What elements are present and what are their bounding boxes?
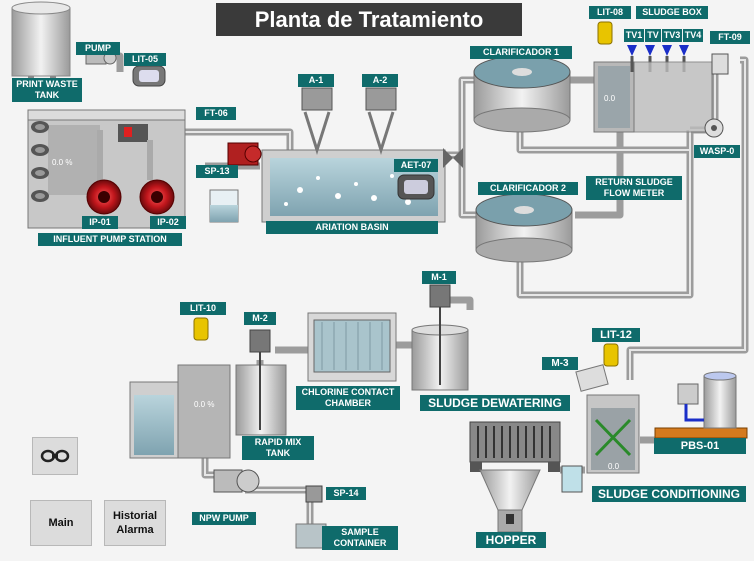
- print-waste-tank-label: PRINT WASTE TANK: [12, 78, 82, 102]
- wasp0-label: WASP-0: [694, 145, 740, 158]
- pbs01-skid[interactable]: [654, 371, 748, 439]
- ft06-label: FT-06: [196, 107, 236, 120]
- return-sludge-meter-box: [633, 61, 713, 133]
- hopper[interactable]: [479, 469, 541, 533]
- aet07-label: AET-07: [394, 159, 438, 172]
- aerator-a2-icon[interactable]: [365, 87, 397, 155]
- ip02-label: IP-02: [150, 216, 186, 229]
- sp14-valve-icon[interactable]: [305, 485, 323, 503]
- npw-pump-label: NPW PUMP: [192, 512, 256, 525]
- conditioning-level-readout: 0.0: [608, 462, 620, 471]
- m1-mixer-tank[interactable]: [411, 284, 469, 391]
- chlorine-contact-chamber-label: CHLORINE CONTACT CHAMBER: [296, 386, 400, 410]
- rapid-mix-tank[interactable]: [235, 329, 287, 436]
- page-title: Planta de Tratamiento: [216, 3, 522, 36]
- sludge-conditioning-label: SLUDGE CONDITIONING: [592, 486, 746, 502]
- lit12-label: LIT-12: [592, 328, 640, 342]
- a1-label: A-1: [298, 74, 334, 87]
- lit08-label: LIT-08: [589, 6, 631, 19]
- pump-label: PUMP: [76, 42, 120, 55]
- ip02-pump-icon[interactable]: [139, 179, 175, 215]
- m3-conditioning-tank[interactable]: [575, 364, 640, 474]
- lit08-indicator-icon[interactable]: [597, 21, 613, 45]
- small-sample-tank[interactable]: [561, 465, 583, 493]
- lit05-label: LIT-05: [124, 53, 166, 66]
- m1-label: M-1: [422, 271, 456, 284]
- lit10-indicator-icon[interactable]: [193, 317, 209, 341]
- sludge-box-label: SLUDGE BOX: [636, 6, 708, 19]
- sample-container[interactable]: [295, 523, 327, 549]
- m3-label: M-3: [542, 357, 578, 370]
- pbs01-label: PBS-01: [654, 438, 746, 454]
- basin-valve-icon[interactable]: [443, 148, 463, 168]
- a2-label: A-2: [362, 74, 398, 87]
- sludge-dewatering-label: SLUDGE DEWATERING: [420, 395, 570, 411]
- ip01-pump-icon[interactable]: [86, 179, 122, 215]
- tv4-label: TV4: [683, 29, 703, 42]
- sp13-label: SP-13: [196, 165, 238, 178]
- rapid-mix-level-readout: 0.0 %: [194, 400, 215, 409]
- ft09-meter-icon[interactable]: [711, 53, 729, 75]
- filter-tank[interactable]: [129, 364, 231, 459]
- ip01-label: IP-01: [82, 216, 118, 229]
- sample-container-label: SAMPLE CONTAINER: [322, 526, 398, 550]
- hopper-label: HOPPER: [476, 532, 546, 548]
- clarificador2-label: CLARIFICADOR 2: [478, 182, 578, 195]
- sp13-pump-icon[interactable]: [227, 142, 262, 166]
- npw-pump-icon[interactable]: [213, 469, 260, 493]
- aerator-a1-icon[interactable]: [301, 87, 333, 155]
- clarifier-2[interactable]: [475, 193, 573, 263]
- hose-reel-icons: [31, 121, 49, 202]
- wasp0-pump-icon[interactable]: [704, 118, 724, 138]
- tv1-label: TV1: [624, 29, 644, 42]
- influent-level-readout: 0.0 %: [52, 158, 73, 167]
- filter-press[interactable]: [469, 421, 561, 472]
- tv3-label: TV3: [662, 29, 682, 42]
- chlorine-contact-chamber[interactable]: [307, 312, 397, 382]
- lit12-indicator-icon[interactable]: [603, 343, 619, 367]
- tv-label: TV: [645, 29, 661, 42]
- m2-label: M-2: [244, 312, 276, 325]
- sludge-box-level-readout: 0.0: [604, 94, 616, 103]
- historial-alarma-button[interactable]: Historial Alarma: [104, 500, 166, 546]
- sludge-box-tank[interactable]: [593, 61, 635, 133]
- print-waste-tank[interactable]: [11, 1, 71, 84]
- aet07-analyzer-icon[interactable]: [397, 174, 435, 200]
- clarificador1-label: CLARIFICADOR 1: [470, 46, 572, 59]
- return-sludge-flow-meter-label: RETURN SLUDGE FLOW METER: [586, 176, 682, 200]
- main-button[interactable]: Main: [30, 500, 92, 546]
- aeration-basin-label: ARIATION BASIN: [266, 221, 438, 234]
- link-chain-icon: [40, 449, 70, 463]
- link-toggle-button[interactable]: [32, 437, 78, 475]
- rapid-mix-tank-label: RAPID MIX TANK: [242, 436, 314, 460]
- lit05-gauge-icon[interactable]: [132, 65, 166, 87]
- pump-small-icon[interactable]: [85, 51, 117, 65]
- ft09-label: FT-09: [710, 31, 750, 44]
- sp13-sample-container[interactable]: [209, 189, 239, 223]
- clarifier-1[interactable]: [473, 55, 571, 133]
- sp14-label: SP-14: [326, 487, 366, 500]
- lit10-label: LIT-10: [180, 302, 226, 315]
- influent-pump-station-label: INFLUENT PUMP STATION: [38, 233, 182, 246]
